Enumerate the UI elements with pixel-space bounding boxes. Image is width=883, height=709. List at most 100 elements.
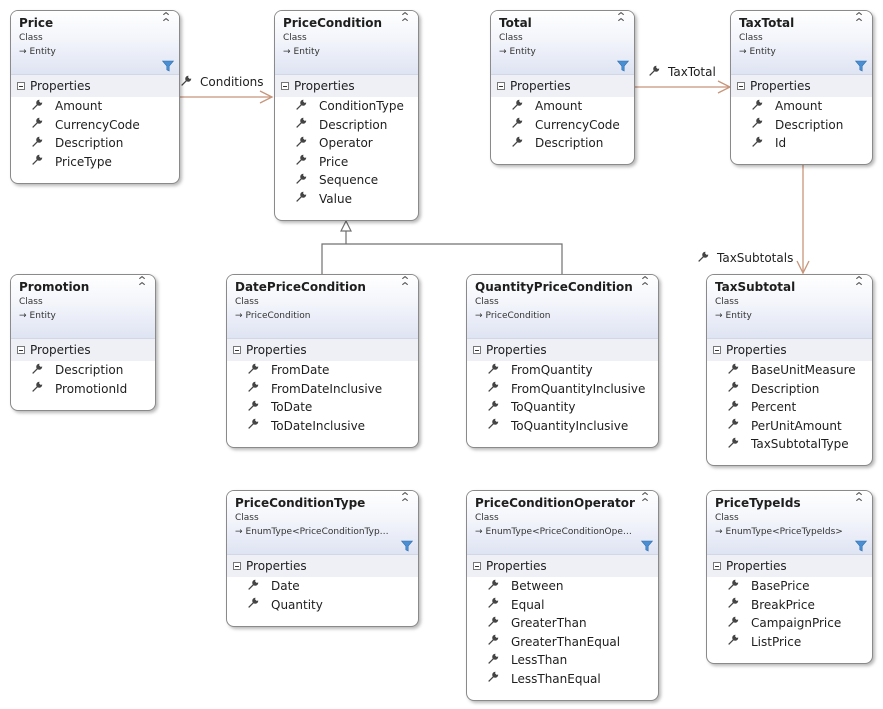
property-item[interactable]: CampaignPrice: [707, 614, 872, 633]
chevron-up-icon[interactable]: ⌃⌃: [398, 10, 412, 30]
property-item[interactable]: Percent: [707, 398, 872, 417]
property-item[interactable]: Description: [491, 134, 634, 153]
minus-icon[interactable]: [281, 81, 289, 90]
property-item[interactable]: PerUnitAmount: [707, 417, 872, 436]
property-item[interactable]: GreaterThan: [467, 614, 658, 633]
minus-icon[interactable]: [713, 561, 721, 570]
chevron-up-icon[interactable]: ⌃⌃: [398, 274, 412, 294]
property-item[interactable]: Description: [275, 116, 418, 135]
property-item[interactable]: Value: [275, 190, 418, 209]
property-item[interactable]: ToQuantityInclusive: [467, 417, 658, 436]
property-item[interactable]: CurrencyCode: [11, 116, 179, 135]
minus-icon[interactable]: [233, 345, 241, 354]
property-item[interactable]: Operator: [275, 134, 418, 153]
chevron-up-icon[interactable]: ⌃⌃: [614, 10, 628, 30]
properties-section-header[interactable]: Properties: [11, 75, 179, 97]
filter-icon[interactable]: [401, 540, 413, 552]
property-item[interactable]: FromQuantity: [467, 361, 658, 380]
property-item[interactable]: Sequence: [275, 171, 418, 190]
properties-section-header[interactable]: Properties: [731, 75, 872, 97]
property-item[interactable]: Amount: [11, 97, 179, 116]
property-item[interactable]: FromQuantityInclusive: [467, 380, 658, 399]
property-item[interactable]: Date: [227, 577, 418, 596]
property-item[interactable]: FromDate: [227, 361, 418, 380]
property-item[interactable]: ListPrice: [707, 633, 872, 652]
chevron-up-icon[interactable]: ⌃⌃: [398, 490, 412, 510]
property-item[interactable]: Description: [11, 361, 155, 380]
properties-section-header[interactable]: Properties: [227, 339, 418, 361]
property-item[interactable]: Id: [731, 134, 872, 153]
filter-icon[interactable]: [855, 60, 867, 72]
property-item[interactable]: Quantity: [227, 596, 418, 615]
properties-section-header[interactable]: Properties: [11, 339, 155, 361]
property-item[interactable]: BreakPrice: [707, 596, 872, 615]
property-item[interactable]: BasePrice: [707, 577, 872, 596]
minus-icon[interactable]: [233, 561, 241, 570]
properties-section-header[interactable]: Properties: [275, 75, 418, 97]
property-item[interactable]: Equal: [467, 596, 658, 615]
chevron-up-icon[interactable]: ⌃⌃: [852, 274, 866, 294]
property-item[interactable]: ToDate: [227, 398, 418, 417]
chevron-up-icon[interactable]: ⌃⌃: [852, 490, 866, 510]
minus-icon[interactable]: [473, 345, 481, 354]
filter-icon[interactable]: [855, 540, 867, 552]
property-item[interactable]: PromotionId: [11, 380, 155, 399]
chevron-up-icon[interactable]: ⌃⌃: [135, 274, 149, 294]
properties-section-header[interactable]: Properties: [467, 339, 658, 361]
property-item[interactable]: CurrencyCode: [491, 116, 634, 135]
properties-section-header[interactable]: Properties: [227, 555, 418, 577]
property-item[interactable]: Between: [467, 577, 658, 596]
minus-icon[interactable]: [737, 81, 745, 90]
chevron-up-icon[interactable]: ⌃⌃: [638, 490, 652, 510]
minus-icon[interactable]: [473, 561, 481, 570]
properties-section-header[interactable]: Properties: [491, 75, 634, 97]
minus-icon[interactable]: [17, 345, 25, 354]
filter-icon[interactable]: [162, 60, 174, 72]
chevron-up-icon[interactable]: ⌃⌃: [852, 10, 866, 30]
property-item[interactable]: FromDateInclusive: [227, 380, 418, 399]
property-item[interactable]: Description: [731, 116, 872, 135]
filter-icon[interactable]: [617, 60, 629, 72]
chevron-up-icon[interactable]: ⌃⌃: [159, 10, 173, 30]
properties-section-header[interactable]: Properties: [707, 555, 872, 577]
property-item[interactable]: LessThanEqual: [467, 670, 658, 689]
property-item[interactable]: Amount: [731, 97, 872, 116]
property-item[interactable]: GreaterThanEqual: [467, 633, 658, 652]
minus-icon[interactable]: [713, 345, 721, 354]
property-item[interactable]: Amount: [491, 97, 634, 116]
property-item[interactable]: Price: [275, 153, 418, 172]
minus-icon[interactable]: [497, 81, 505, 90]
filter-icon[interactable]: [641, 540, 653, 552]
property-item[interactable]: ToDateInclusive: [227, 417, 418, 436]
property-item[interactable]: Description: [11, 134, 179, 153]
chevron-up-icon[interactable]: ⌃⌃: [638, 274, 652, 294]
minus-icon[interactable]: [17, 81, 25, 90]
property-item[interactable]: ToQuantity: [467, 398, 658, 417]
property-item[interactable]: Description: [707, 380, 872, 399]
property-item[interactable]: BaseUnitMeasure: [707, 361, 872, 380]
property-item[interactable]: LessThan: [467, 651, 658, 670]
property-item[interactable]: PriceType: [11, 153, 179, 172]
properties-section-header[interactable]: Properties: [707, 339, 872, 361]
